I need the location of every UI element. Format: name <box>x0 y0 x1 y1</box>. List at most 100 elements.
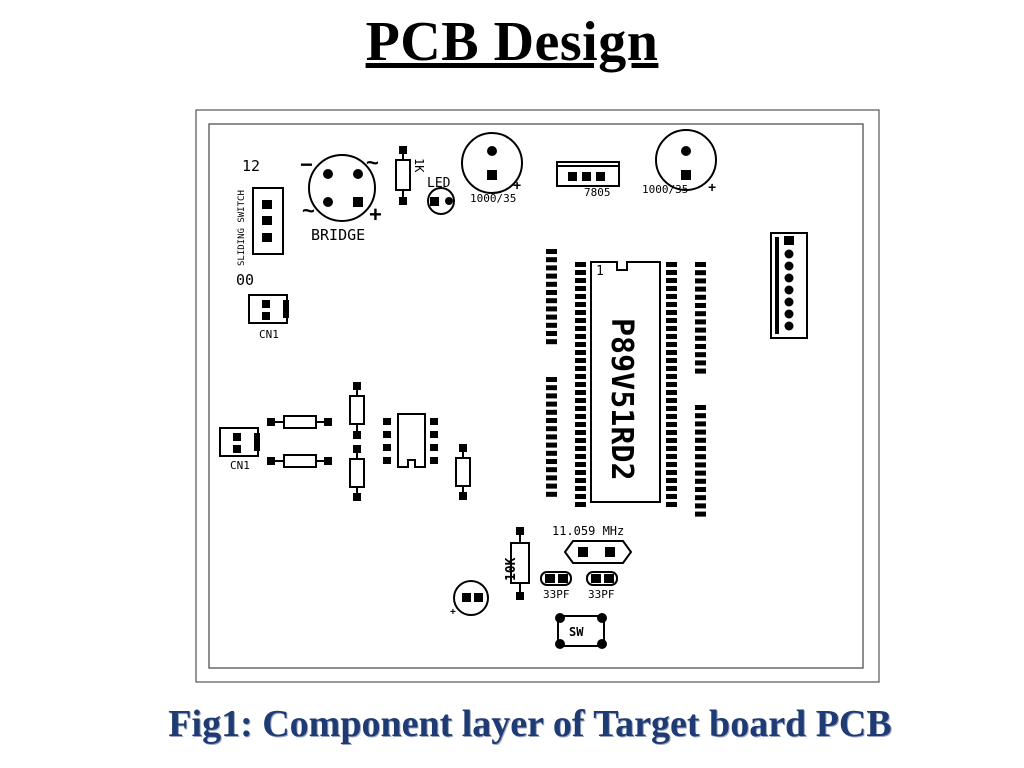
resistor-vertical-right <box>455 444 471 500</box>
pcb-outer-frame <box>195 109 880 683</box>
led-label: LED <box>427 176 451 191</box>
ic-pin-pad <box>575 446 586 451</box>
connector-cn1-bottom: CN1 <box>219 427 260 472</box>
ic-pin-pad <box>546 265 557 271</box>
ic-pin-pad <box>695 278 706 284</box>
ic-pin-pad <box>695 286 706 292</box>
ic-name-label: P89V51RD2 <box>604 318 639 481</box>
ic-pin-pad <box>546 401 557 407</box>
bridge-ac-label-right: ~ <box>366 150 379 175</box>
ic-pin-pad <box>666 294 677 299</box>
bridge-label: BRIDGE <box>311 226 365 244</box>
ic-pin-pad <box>575 470 586 475</box>
ic-pin-pad <box>546 450 557 456</box>
ic-pin-pad <box>575 398 586 403</box>
ic-pin-pad <box>695 352 706 358</box>
ic-pin-pad <box>666 318 677 323</box>
ic-pin-pad <box>546 331 557 336</box>
ic-pin1-label: 1 <box>596 264 604 279</box>
ic-pin-pad <box>546 491 557 497</box>
ic-pin-pad <box>666 430 677 435</box>
resistor-10k-label: 10K <box>504 557 519 581</box>
ic-pin-pad <box>666 486 677 491</box>
ic-pin-pad <box>546 409 557 415</box>
ic-pin-pad <box>695 462 706 468</box>
ic-pin-pad <box>666 494 677 499</box>
ic-pin-pad <box>695 421 706 427</box>
ic-pin-pad <box>666 366 677 371</box>
ic-pin-pad <box>695 413 706 419</box>
ic-pin-pad <box>666 286 677 291</box>
ic-pin-pad <box>666 398 677 403</box>
bridge-ac-label-left: ~ <box>302 198 315 223</box>
ic-pin-pad <box>546 314 557 320</box>
crystal-oscillator: 11.059 MHz <box>552 524 633 564</box>
cap1-value-label: 1000/35 <box>470 192 516 205</box>
ic-pin-pad <box>546 459 557 464</box>
ic-pins-outer-right <box>695 262 706 517</box>
ic-pin-pad <box>695 311 706 317</box>
header-8pin <box>770 232 808 339</box>
ic-pin-pad <box>575 310 586 315</box>
ic-pin-pad <box>695 405 706 410</box>
ic-pin-pad <box>666 278 677 283</box>
ic-pin-pad <box>546 483 557 489</box>
ic-pin-pad <box>546 281 557 287</box>
ic-pin-pad <box>695 487 706 492</box>
pcb-board-outline <box>208 123 864 669</box>
ic-pin-pad <box>666 342 677 347</box>
switch-top-label: 12 <box>242 157 260 175</box>
ic-pin-pad <box>575 390 586 395</box>
resistor-horizontal-top <box>267 415 332 429</box>
ic-pin-pad <box>575 382 586 387</box>
cap-33pf-left-label: 33PF <box>543 588 570 601</box>
ic-pin-pad <box>575 342 586 347</box>
ic-pin-pad <box>666 270 677 275</box>
ic-pin-pad <box>695 478 706 484</box>
ic-pin-pad <box>666 334 677 339</box>
ic-pin-pad <box>575 374 586 379</box>
ic-pin-pad <box>695 437 706 443</box>
ic-pin-pad <box>666 350 677 355</box>
ic-pin-pad <box>695 344 706 349</box>
ic-pin-pad <box>666 302 677 307</box>
slide-title: PCB Design <box>365 11 659 73</box>
ic-pin-pad <box>666 446 677 451</box>
ic-pin-pad <box>546 442 557 448</box>
ic-pin-pad <box>695 446 706 451</box>
capacitor-reset: + <box>450 580 489 618</box>
bridge-plus-label: + <box>369 202 382 227</box>
switch-name-label: SLIDING SWITCH <box>237 190 247 266</box>
ic-pin-pad <box>575 478 586 483</box>
ic-pin-pad <box>575 406 586 411</box>
ic-pin-pad <box>546 377 557 382</box>
ic-pin-pad <box>666 438 677 443</box>
ic-pin-pad <box>575 454 586 459</box>
ic-pin-pad <box>575 438 586 443</box>
ic-pin-pad <box>695 495 706 501</box>
ic-pin-pad <box>666 470 677 475</box>
ic-pin-pad <box>666 374 677 379</box>
sliding-switch: 12 SLIDING SWITCH 00 <box>236 157 284 289</box>
cap2-value-label: 1000/35 <box>642 183 688 196</box>
ic-pin-pad <box>695 262 706 267</box>
ic-dip8 <box>383 413 438 468</box>
ic-pin-pad <box>546 273 557 279</box>
ic-pin-pad <box>575 366 586 371</box>
bridge-rectifier: − ~ ~ + BRIDGE <box>300 150 382 244</box>
ic-pin-pad <box>575 462 586 467</box>
ic-pin-pad <box>546 434 557 440</box>
voltage-regulator-7805: 7805 <box>556 161 620 199</box>
resistor-1k-label: 1K <box>412 158 426 173</box>
bridge-minus-label: − <box>300 152 313 177</box>
ic-pin-pad <box>666 454 677 459</box>
ic-pin-pad <box>575 422 586 427</box>
cn1-top-label: CN1 <box>259 328 279 341</box>
ic-pin-pad <box>666 422 677 427</box>
ic-pin-pad <box>695 319 706 325</box>
ic-pin-pad <box>546 306 557 312</box>
ic-pin-pad <box>695 327 706 333</box>
ic-pin-pad <box>575 502 586 507</box>
ic-pin-pad <box>666 262 677 267</box>
ic-pin-pad <box>666 310 677 315</box>
